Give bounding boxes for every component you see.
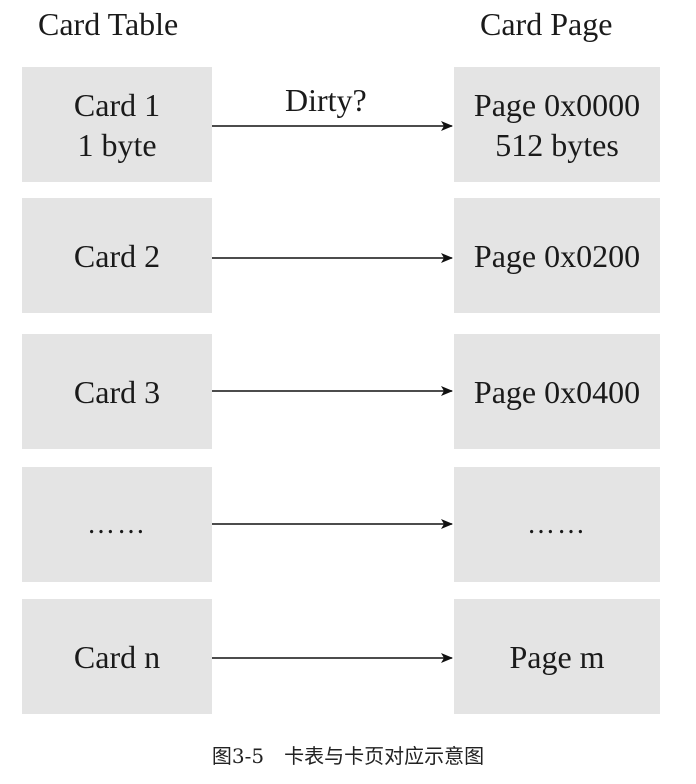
card-label: Card 3 — [73, 373, 161, 410]
card-table-header: Card Table — [38, 6, 179, 42]
page-label: Page 0x0200 — [473, 237, 641, 274]
page-label: Page 0x0000 — [473, 86, 641, 123]
page-label: Page 0x0400 — [473, 373, 641, 410]
ellipsis-label: …… — [87, 508, 147, 540]
card-page-header: Card Page — [480, 6, 613, 42]
card-label: Card n — [73, 638, 161, 675]
card-label: Card 1 — [73, 86, 161, 123]
card-box-n: Card n — [22, 599, 212, 714]
dirty-label: Dirty? — [285, 82, 367, 118]
page-box-0x0400: Page 0x0400 — [454, 334, 660, 449]
page-size: 512 bytes — [495, 126, 619, 163]
card-size: 1 byte — [77, 126, 157, 163]
page-label: Page m — [509, 638, 605, 675]
ellipsis-label: …… — [527, 508, 587, 540]
page-box-0x0000: Page 0x0000 512 bytes — [454, 67, 660, 182]
page-box-ellipsis: …… — [454, 467, 660, 582]
card-box-3: Card 3 — [22, 334, 212, 449]
page-box-0x0200: Page 0x0200 — [454, 198, 660, 313]
card-box-2: Card 2 — [22, 198, 212, 313]
card-box-1: Card 1 1 byte — [22, 67, 212, 182]
card-box-ellipsis: …… — [22, 467, 212, 582]
card-label: Card 2 — [73, 237, 161, 274]
figure-caption: 图3-5 卡表与卡页对应示意图 — [211, 744, 485, 768]
page-box-m: Page m — [454, 599, 660, 714]
